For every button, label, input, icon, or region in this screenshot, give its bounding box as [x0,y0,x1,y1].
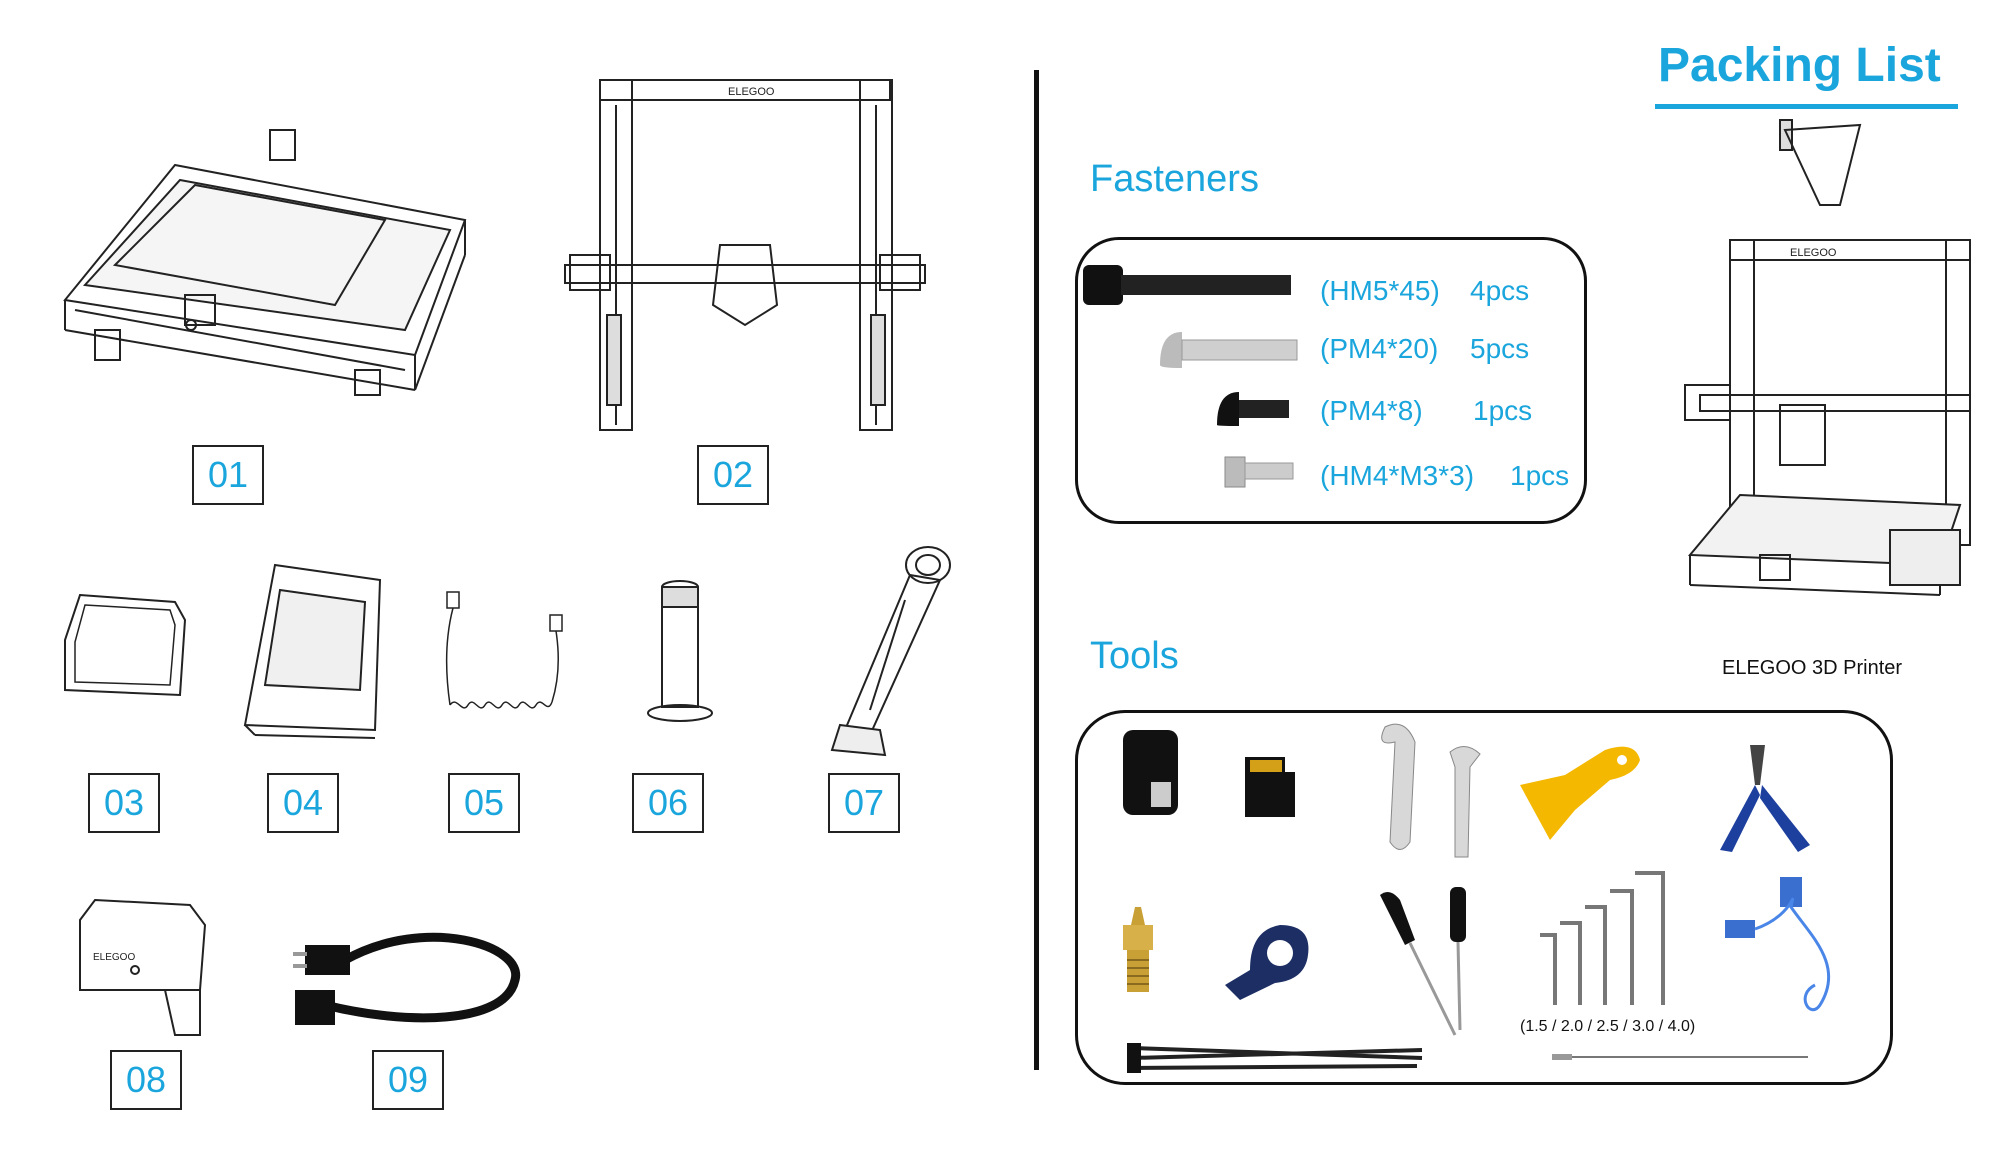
touch-screen-illustration [243,563,382,739]
usb-cable-icon [1725,877,1831,1012]
cable-ties-icon [1127,1043,1423,1073]
fastener-qty-4: 1pcs [1510,460,1570,491]
nozzle-icon [1123,907,1153,992]
fastener-spec-1: (HM5*45) [1320,275,1440,306]
wrench-icon [1381,723,1481,858]
part-number-06: 06 [632,773,704,833]
display-cover-illustration [64,593,187,697]
spool-tube-illustration [647,580,713,722]
button-screw-m4x20-icon [1160,332,1298,368]
section-divider [1034,70,1039,1070]
part-number-01: 01 [192,445,264,505]
part-number-09: 09 [372,1050,444,1110]
hex-key-sizes: (1.5 / 2.0 / 2.5 / 3.0 / 4.0) [1520,1018,1696,1035]
fastener-qty-3: 1pcs [1473,395,1533,426]
fastener-spec-4: (HM4*M3*3) [1320,460,1475,491]
part-number-07: 07 [828,773,900,833]
power-cord-illustration [293,932,521,1025]
gantry-frame-illustration: ELEGOO [564,79,926,431]
hex-bolt-m5x45-icon [1083,265,1291,305]
part-number-02: 02 [697,445,769,505]
fastener-qty-2: 5pcs [1470,333,1530,364]
fastener-spec-2: (PM4*20) [1320,333,1439,364]
microsd-card-icon [1245,757,1295,817]
fasteners-box [1075,237,1587,524]
printer-caption: ELEGOO 3D Printer [1722,657,1903,679]
part-number-08: 08 [110,1050,182,1110]
page-title: Packing List [1658,39,1941,92]
fastener-qty-1: 4pcs [1470,275,1530,306]
flush-cutter-icon [1720,745,1810,852]
sensor-brand-label: ELEGOO [93,952,135,963]
tools-box [1075,710,1893,1085]
coiled-cable-illustration [445,591,563,709]
part-number-05: 05 [448,773,520,833]
fastener-spec-3: (PM4*8) [1320,395,1423,426]
spool-arm-illustration [830,546,951,757]
screwdrivers-icon [1380,887,1466,1036]
thumb-screw-m4m3-icon [1224,456,1294,488]
button-screw-m4x8-icon [1217,392,1289,426]
nozzle-cleaning-needle-icon [1552,1054,1808,1060]
card-reader-icon [1123,730,1178,815]
part-number-04: 04 [267,773,339,833]
frame-brand-label: ELEGOO [728,86,775,98]
printer-brand-label: ELEGOO [1790,247,1837,259]
scraper-icon [1520,746,1640,840]
hex-keys-icon [1540,871,1665,1005]
fasteners-heading: Fasteners [1090,158,1259,200]
cable-clip-icon [1225,925,1309,1000]
part-number-03: 03 [88,773,160,833]
filament-sensor-illustration: ELEGOO [79,898,207,1036]
base-assembly-illustration [63,129,467,396]
elegoo-3d-printer-illustration: ELEGOO [1684,119,1971,596]
tools-heading: Tools [1090,635,1179,677]
title-underline [1655,104,1958,109]
